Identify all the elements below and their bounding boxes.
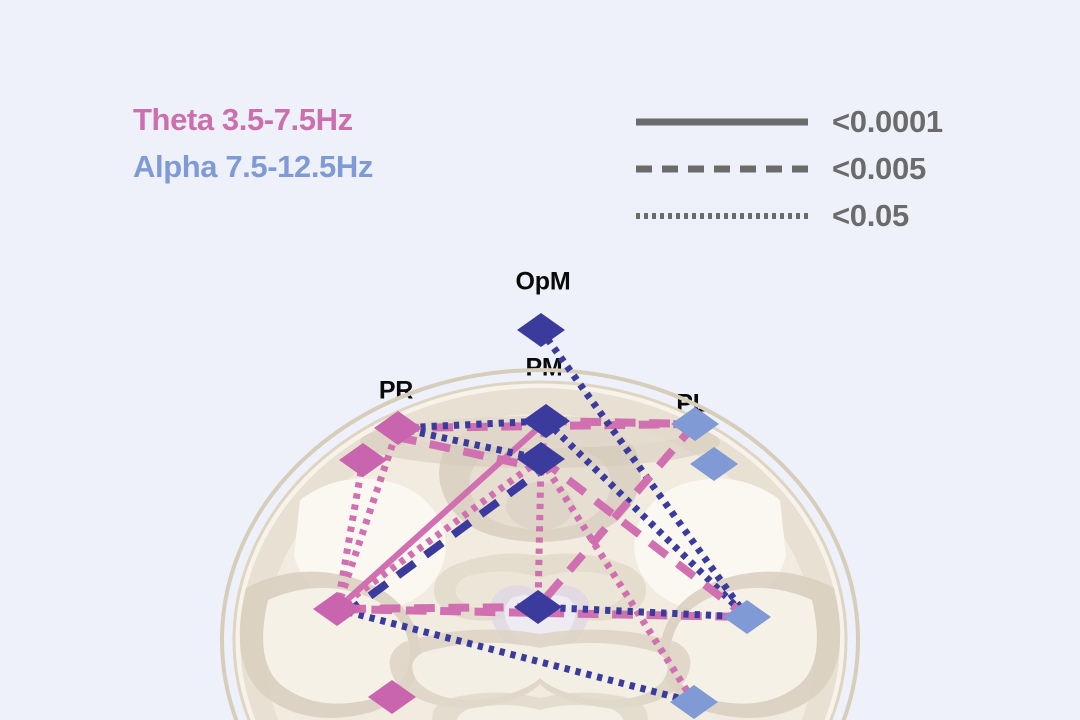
pvalue-legend-row-solid: <0.0001	[636, 98, 943, 145]
edge-pr-pm-alpha	[397, 417, 547, 432]
node-opm[interactable]	[517, 313, 565, 347]
edge-cr-tpr-theta	[333, 459, 367, 610]
pvalue-label-005: <0.005	[832, 150, 926, 186]
pvalue-label-05: <0.05	[832, 197, 909, 233]
node-tpr[interactable]	[339, 443, 387, 477]
brain-tissue	[239, 388, 841, 720]
legend-band-theta: Theta 3.5-7.5Hz	[133, 102, 353, 137]
edge-opm-cl-alpha	[538, 327, 750, 620]
pvalue-legend-row-dotted: <0.05	[636, 192, 943, 239]
edge-pr-cm-theta	[395, 432, 540, 472]
edge-cm-cl-theta	[538, 455, 750, 621]
pvalue-label-0001: <0.0001	[832, 103, 943, 139]
node-label-pm: PM	[525, 353, 563, 382]
pvalue-legend-row-dashed: <0.005	[636, 145, 943, 192]
edge-cr-pr-theta	[333, 426, 402, 611]
solid-line-sample-icon	[636, 118, 808, 125]
dashed-line-sample-icon	[636, 165, 808, 172]
edge-cr-tal-alpha	[336, 605, 695, 706]
edge-pm-pl-theta	[545, 417, 696, 428]
edge-fm-cl-alpha	[537, 603, 748, 621]
node-cr[interactable]	[313, 592, 361, 626]
edge-cr-cm-alpha	[339, 463, 549, 620]
edge-cm-tal-theta	[538, 457, 697, 704]
edge-pm-cl-alpha	[543, 418, 750, 620]
edge-pr-cm-alpha	[397, 424, 542, 463]
node-fm[interactable]	[514, 590, 562, 624]
node-tpl[interactable]	[690, 447, 738, 481]
dotted-line-sample-icon	[636, 212, 808, 219]
edge-cm-fm-theta	[534, 458, 545, 608]
pvalue-legend: <0.0001 <0.005 <0.05	[636, 98, 943, 239]
edge-cr-cm-theta	[334, 456, 544, 612]
node-label-opm: OpM	[515, 267, 571, 296]
node-cm[interactable]	[517, 442, 565, 476]
node-cl[interactable]	[723, 600, 771, 634]
node-pr[interactable]	[374, 411, 422, 445]
edge-pl-fm-theta	[534, 421, 699, 610]
node-pm[interactable]	[522, 404, 570, 438]
node-tal[interactable]	[670, 685, 718, 719]
node-tar[interactable]	[368, 680, 416, 714]
legend-band-alpha: Alpha 7.5-12.5Hz	[133, 149, 373, 184]
frequency-band-legend: Theta 3.5-7.5Hz Alpha 7.5-12.5Hz	[133, 96, 373, 190]
node-pl[interactable]	[671, 407, 719, 441]
